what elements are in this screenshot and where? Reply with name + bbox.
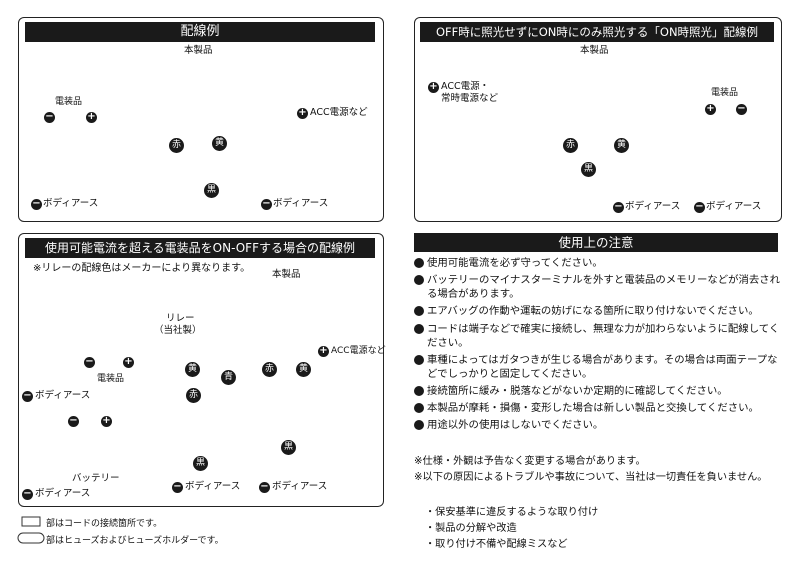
p1-red-wire-badge: 赤 bbox=[169, 138, 184, 153]
caution-item: 用途以外の使用はしないでください。 bbox=[414, 418, 782, 432]
p3-relay-label-2: （当社製） bbox=[154, 325, 202, 336]
spec-note: ※仕様・外観は予告なく変更する場合があります。 bbox=[414, 456, 646, 467]
p2-acc-label-1: ACC電源・ bbox=[441, 81, 490, 92]
p3-battery-label: バッテリー bbox=[72, 473, 120, 484]
p3-red-wire-badge-relay: 赤 bbox=[186, 388, 201, 403]
p2-acc-plus-icon: + bbox=[428, 81, 439, 93]
bullet-icon bbox=[414, 306, 424, 317]
p1-yellow-wire-badge: 黄 bbox=[212, 136, 227, 151]
p3-battery-minus-icon: − bbox=[68, 415, 79, 427]
p3-device-label: 電装品 bbox=[97, 374, 125, 384]
caution-title: 使用上の注意 bbox=[414, 233, 778, 252]
panel2-title: OFF時に照光せずにON時にのみ照光する「ON時照光」配線例 bbox=[420, 22, 774, 42]
bullet-icon bbox=[414, 420, 424, 431]
p3-ground-relay-label: ボディアース bbox=[185, 481, 241, 492]
p2-product-label: 本製品 bbox=[580, 45, 609, 56]
disclaimer-note: ※以下の原因によるトラブルや事故について、当社は一切責任を負いません。 bbox=[414, 472, 768, 483]
legend-connection: 部はコードの接続箇所です。 bbox=[46, 519, 163, 529]
p3-ground-product-label: ボディアース bbox=[272, 481, 328, 492]
p3-product-label: 本製品 bbox=[272, 269, 301, 280]
p3-ground-device-icon: − bbox=[22, 390, 33, 402]
p3-acc-plus-icon: + bbox=[318, 345, 329, 357]
p3-black-wire-badge-product: 黒 bbox=[281, 440, 296, 455]
p1-ground1-label: ボディアース bbox=[43, 198, 99, 209]
p2-ground2-label: ボディアース bbox=[706, 201, 762, 212]
cause-item: ・製品の分解や改造 bbox=[425, 523, 517, 534]
caution-item: コードは端子などで確実に接続し、無理な力が加わらないように配線してください。 bbox=[414, 322, 782, 350]
p3-blue-wire-badge: 青 bbox=[221, 370, 236, 385]
p2-red-wire-badge: 赤 bbox=[563, 138, 578, 153]
p2-ground1-icon: − bbox=[613, 201, 624, 213]
p3-ground-battery-label: ボディアース bbox=[35, 488, 91, 499]
p3-ground-battery-icon: − bbox=[22, 488, 33, 500]
p1-acc-label: ACC電源など bbox=[310, 107, 368, 118]
p3-red-wire-badge-product: 赤 bbox=[262, 362, 277, 377]
p2-ground2-icon: − bbox=[694, 201, 705, 213]
p1-ground2-icon: − bbox=[261, 198, 272, 210]
p2-plus-icon: + bbox=[705, 103, 716, 115]
caution-item: 接続箇所に緩み・脱落などがないか定期的に確認してください。 bbox=[414, 384, 782, 398]
p3-acc-label: ACC電源など bbox=[331, 346, 386, 356]
p3-ground-device-label: ボディアース bbox=[35, 390, 91, 401]
p2-yellow-wire-badge: 黄 bbox=[614, 138, 629, 153]
p2-black-wire-badge: 黒 bbox=[581, 162, 596, 177]
p2-minus-icon: − bbox=[736, 103, 747, 115]
legend-connector-shape bbox=[21, 516, 41, 527]
bullet-icon bbox=[414, 275, 424, 286]
bullet-icon bbox=[414, 258, 424, 268]
bullet-icon bbox=[414, 403, 424, 414]
caution-item: 本製品が摩耗・損傷・変形した場合は新しい製品と交換してください。 bbox=[414, 401, 782, 415]
p1-device-label: 電装品 bbox=[55, 97, 83, 107]
p3-ground-relay-icon: − bbox=[172, 481, 183, 493]
caution-item: 車種によってはガタつきが生じる場合があります。その場合は両面テープなどでしっかり… bbox=[414, 353, 782, 381]
p1-acc-plus-icon: + bbox=[297, 107, 308, 119]
p2-acc-label-2: 常時電源など bbox=[441, 93, 499, 104]
caution-list: 使用可能電流を必ず守ってください。 バッテリーのマイナスターミナルを外すと電装品… bbox=[414, 256, 782, 436]
p3-note: ※リレーの配線色はメーカーにより異なります。 bbox=[33, 263, 251, 274]
p3-relay-label-1: リレー bbox=[166, 313, 195, 324]
bullet-icon bbox=[414, 385, 424, 396]
panel3-title: 使用可能電流を超える電装品をON-OFFする場合の配線例 bbox=[25, 238, 375, 258]
cause-item: ・保安基準に違反するような取り付け bbox=[425, 507, 599, 518]
legend-fuse-shape bbox=[17, 532, 45, 544]
p3-yellow-wire-badge-product: 黄 bbox=[296, 362, 311, 377]
caution-item: バッテリーのマイナスターミナルを外すと電装品のメモリーなどが消去される場合があり… bbox=[414, 273, 782, 301]
p3-black-wire-badge-relay: 黒 bbox=[193, 456, 208, 471]
p2-device-label: 電装品 bbox=[711, 88, 739, 98]
cause-item: ・取り付け不備や配線ミスなど bbox=[425, 539, 568, 550]
p3-yellow-wire-badge-relay: 黄 bbox=[185, 362, 200, 377]
p3-battery-plus-icon: + bbox=[101, 415, 112, 427]
caution-item: エアバッグの作動や運転の妨げになる箇所に取り付けないでください。 bbox=[414, 304, 782, 318]
p1-black-wire-badge: 黒 bbox=[204, 183, 219, 198]
p3-device-minus-icon: − bbox=[84, 356, 95, 368]
p1-product-label: 本製品 bbox=[184, 45, 213, 56]
bullet-icon bbox=[414, 323, 424, 334]
panel-wiring-example bbox=[18, 17, 384, 222]
bullet-icon bbox=[414, 354, 424, 365]
legend-fuse: 部はヒューズおよびヒューズホルダーです。 bbox=[46, 536, 224, 546]
p1-plus-icon: + bbox=[86, 111, 97, 123]
p3-device-plus-icon: + bbox=[123, 356, 134, 368]
p3-ground-product-icon: − bbox=[259, 481, 270, 493]
p1-minus-icon: − bbox=[44, 111, 55, 123]
panel1-title: 配線例 bbox=[25, 22, 375, 42]
caution-item: 使用可能電流を必ず守ってください。 bbox=[414, 256, 782, 270]
notes-block: ※仕様・外観は予告なく変更する場合があります。 ※以下の原因によるトラブルや事故… bbox=[414, 455, 784, 487]
p1-ground1-icon: − bbox=[31, 198, 42, 210]
p1-ground2-label: ボディアース bbox=[273, 198, 329, 209]
panel-on-illumination bbox=[414, 17, 782, 222]
p2-ground1-label: ボディアース bbox=[625, 201, 681, 212]
